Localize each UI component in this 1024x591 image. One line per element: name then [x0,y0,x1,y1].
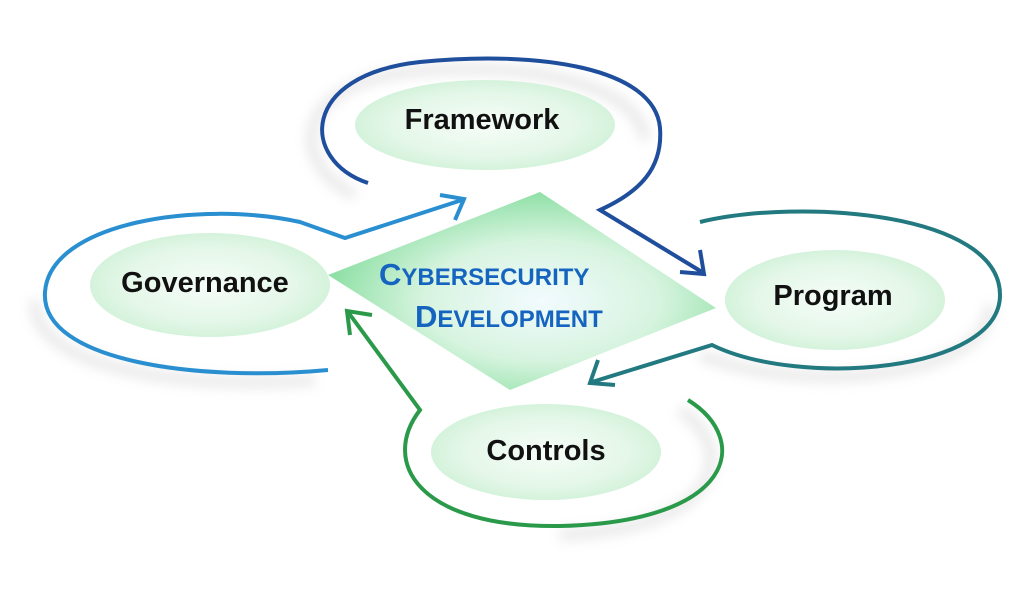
node-governance-label: Governance [121,267,289,299]
governance-to-framework-arrow [42,193,467,376]
node-framework: Framework [355,80,615,170]
controls-to-governance-arrow [344,308,724,529]
center-diamond [328,192,716,390]
node-program: Program [725,250,945,350]
framework-to-program-arrow [320,56,707,277]
program-to-controls-arrow [587,209,1003,387]
center-label-line2: DEVELOPMENT [415,299,603,334]
node-framework-label: Framework [405,104,561,136]
loop-shadows [29,64,995,540]
node-governance: Governance [90,233,330,337]
node-controls-label: Controls [486,435,605,467]
node-program-label: Program [773,280,892,312]
center-label-line1: CYBERSECURITY [379,257,589,292]
node-controls: Controls [431,404,661,500]
